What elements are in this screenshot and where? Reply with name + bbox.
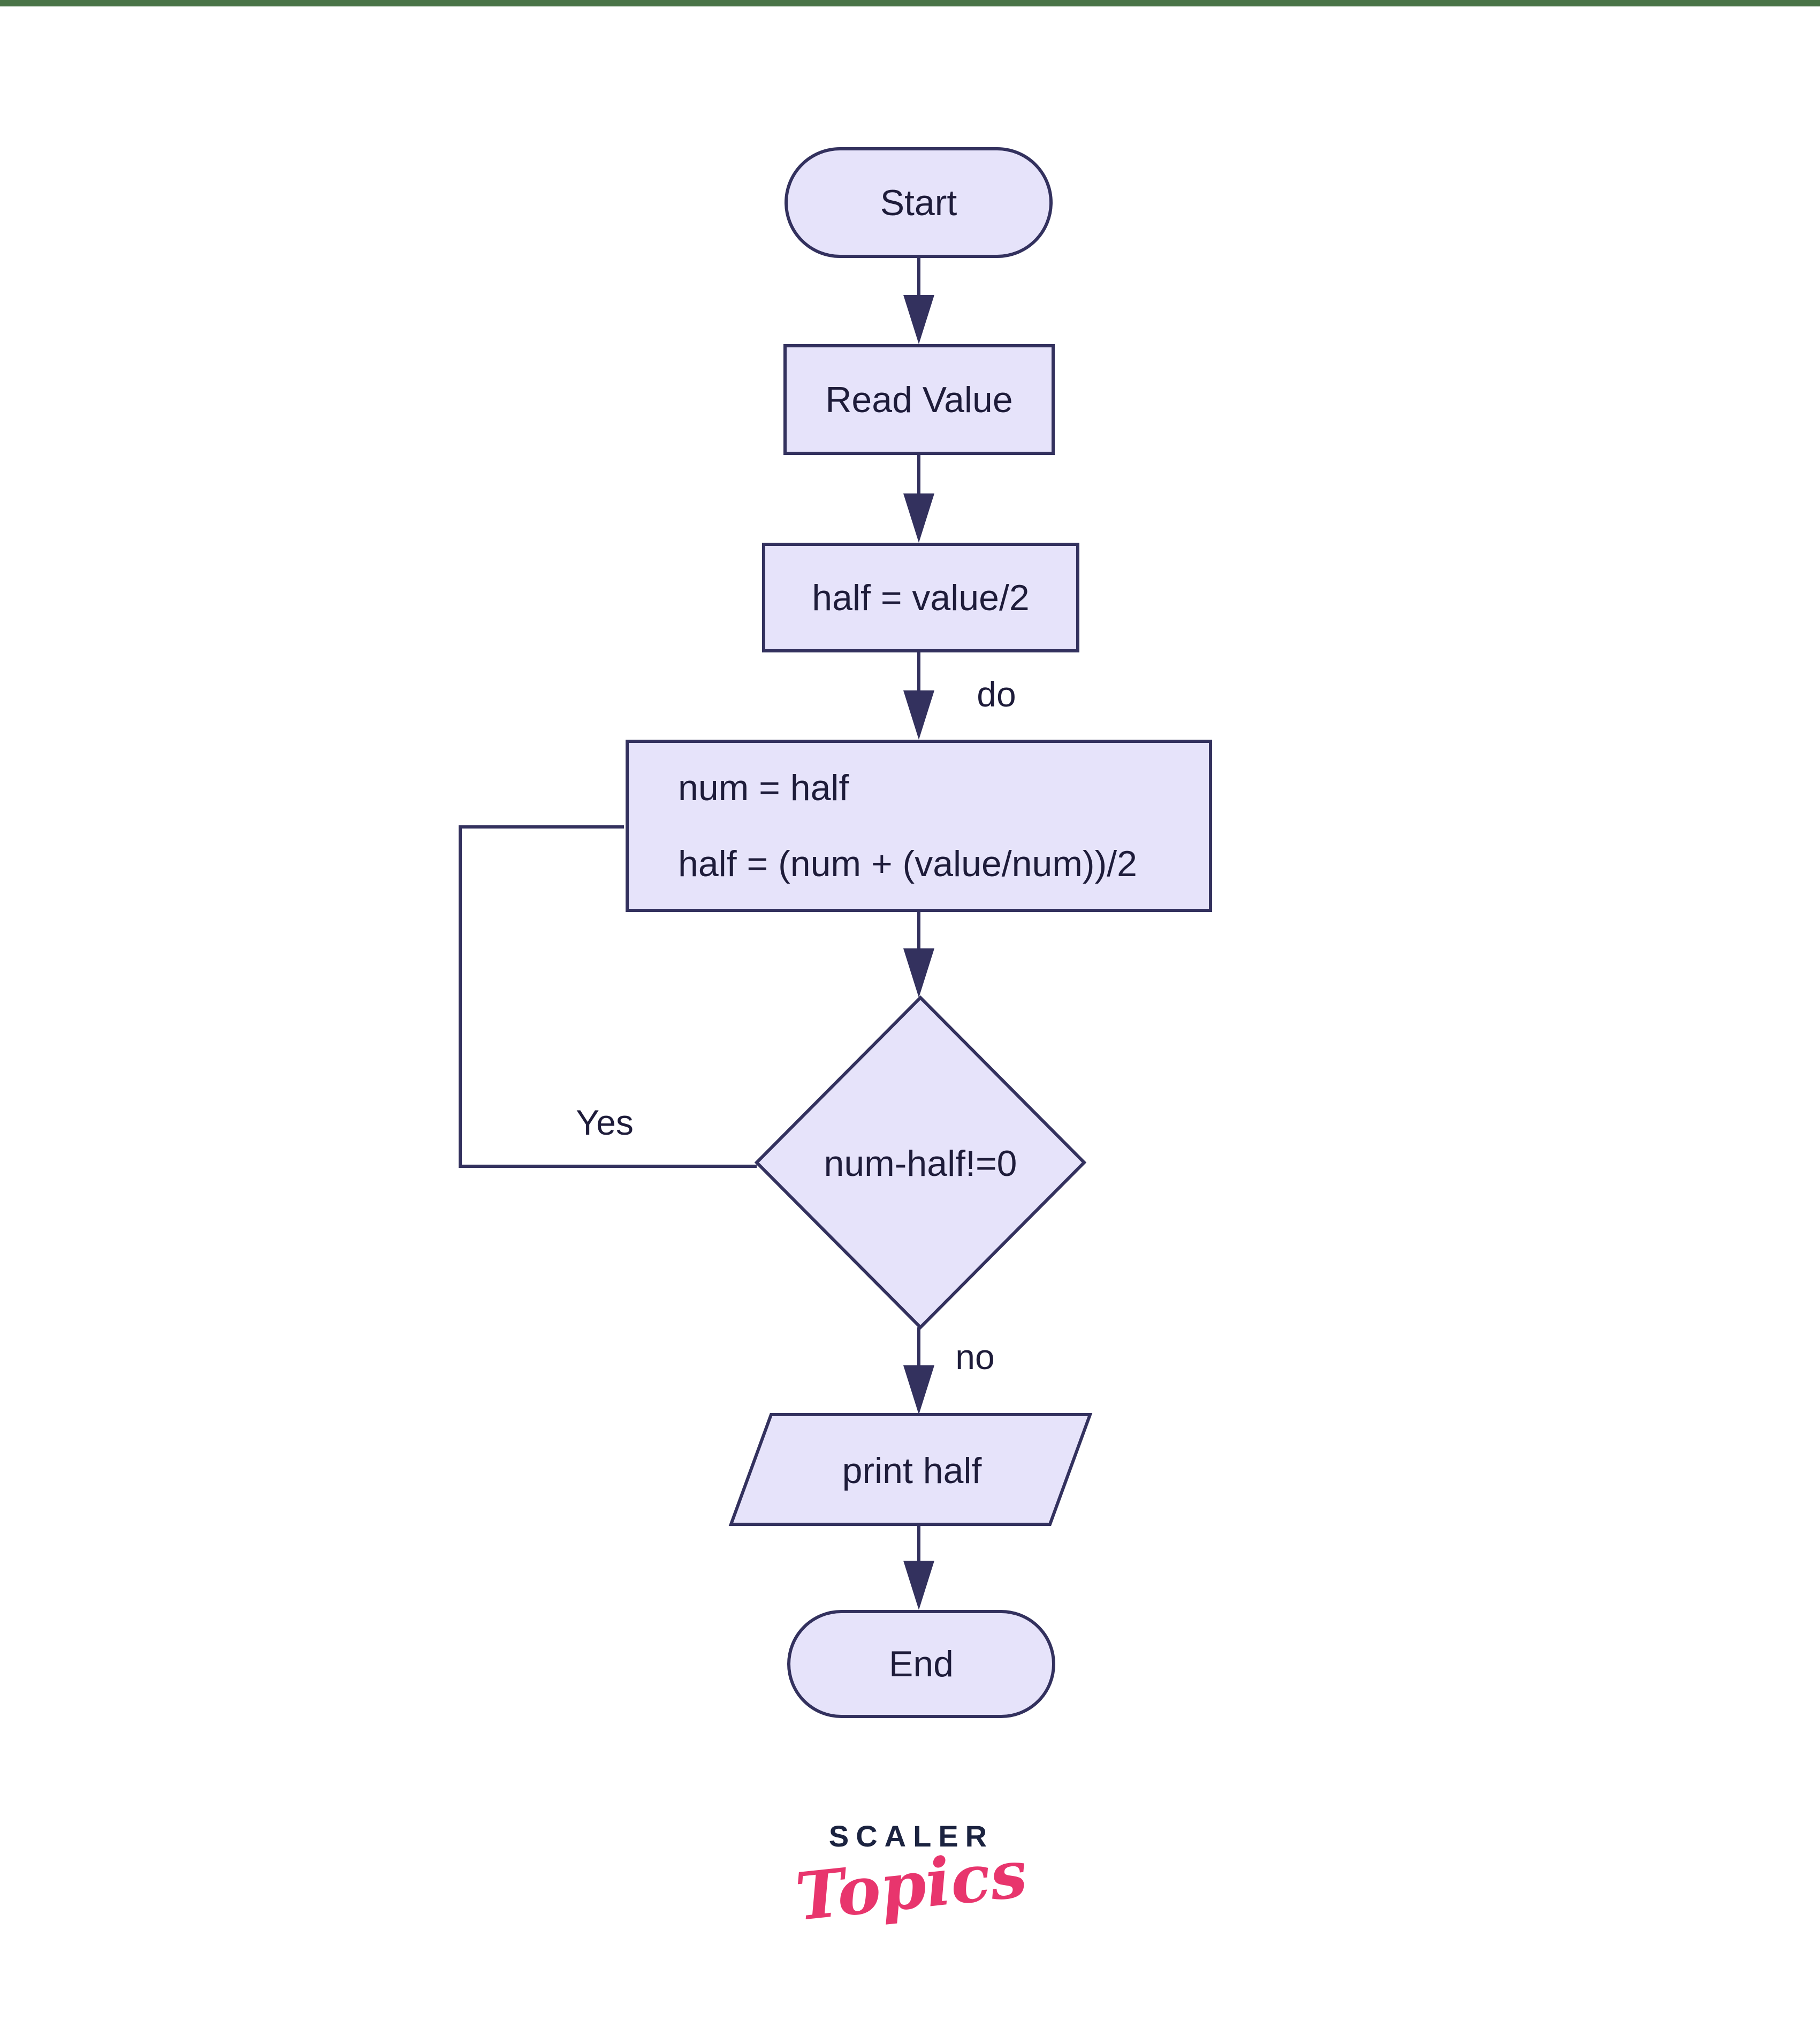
start-label: Start <box>880 182 957 223</box>
loop-body-line2: half = (num + (value/num))/2 <box>678 844 1137 884</box>
edge-label-do: do <box>977 674 1016 714</box>
edge-label-yes: Yes <box>576 1103 634 1142</box>
scaler-wordmark: SCALER <box>828 1819 994 1853</box>
print-half-label: print half <box>842 1450 982 1491</box>
end-node: End <box>787 1610 1055 1718</box>
arrowhead-loopbox <box>903 690 934 740</box>
print-parallelogram-shape <box>728 1413 1093 1526</box>
start-node: Start <box>785 147 1053 258</box>
loop-body-node: num = half half = (num + (value/num))/2 <box>626 740 1212 912</box>
arrowhead-read <box>903 295 934 344</box>
read-value-label: Read Value <box>825 379 1013 420</box>
edge-label-no: no <box>955 1337 995 1377</box>
arrowhead-end <box>903 1561 934 1610</box>
arrowhead-half <box>903 493 934 543</box>
decision-label: num-half!=0 <box>824 1143 1017 1184</box>
read-value-node: Read Value <box>783 344 1055 455</box>
arrowhead-decision <box>903 948 934 998</box>
loop-body-line1: num = half <box>678 768 849 808</box>
arrowhead-print <box>903 1365 934 1415</box>
half-init-label: half = value/2 <box>812 577 1030 618</box>
decision-diamond-shape <box>754 995 1087 1330</box>
edge-yes-loop <box>459 825 757 1168</box>
half-init-node: half = value/2 <box>762 543 1079 652</box>
end-label: End <box>889 1644 954 1684</box>
top-accent-bar <box>0 0 1820 6</box>
